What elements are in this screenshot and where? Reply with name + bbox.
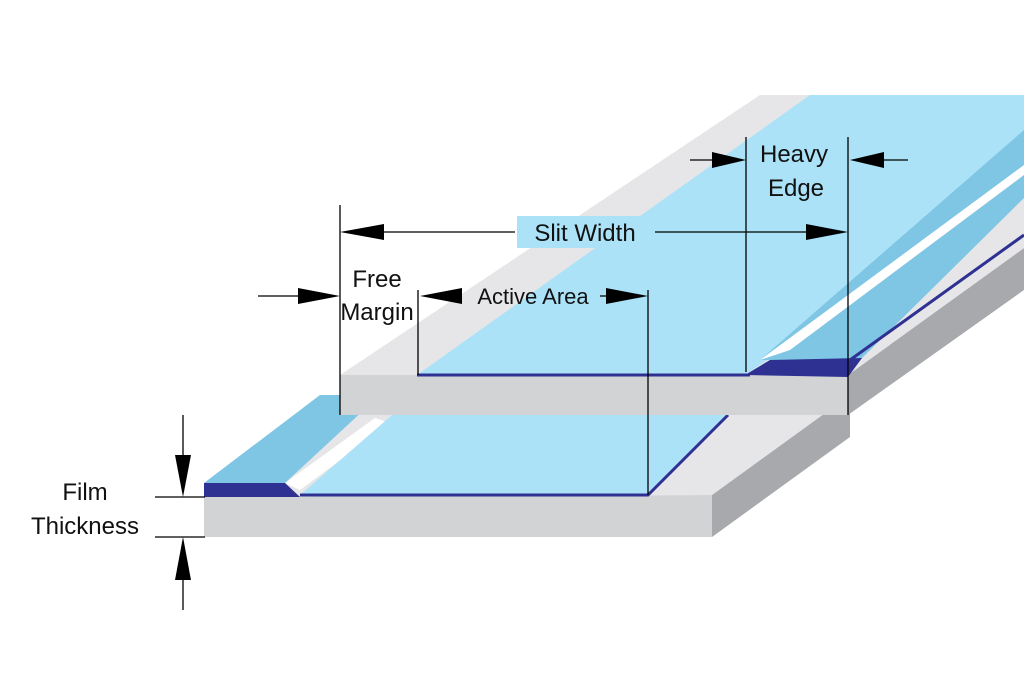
lower-strip-heavy-edge-top <box>204 395 380 483</box>
free-margin-label-line2: Margin <box>340 299 413 326</box>
upper-strip-front-face <box>340 375 848 415</box>
dimension-lines <box>155 137 908 610</box>
lower-strip-active-area <box>300 415 728 495</box>
upper-strip-margin-gap <box>760 165 1024 360</box>
heavy-edge-label-line2: Edge <box>768 175 824 202</box>
heavy-edge-right-arrow <box>850 152 884 168</box>
slit-width-left-arrow <box>340 224 384 240</box>
slit-width-label-bg <box>517 216 653 248</box>
film-thickness-label-line2: Thickness <box>31 513 139 540</box>
free-margin-arrow <box>298 288 340 304</box>
film-thickness-bottom-arrow <box>175 537 191 580</box>
lower-strip-end-face <box>712 395 850 537</box>
labels: Heavy Edge Slit Width Free Margin Active… <box>31 141 828 540</box>
upper-strip-end-face <box>848 248 1024 415</box>
active-area-right-arrow <box>606 288 648 304</box>
active-area-label: Active Area <box>477 284 589 309</box>
active-area-left-arrow <box>420 288 462 304</box>
upper-strip <box>340 95 1024 415</box>
lower-strip-margin-gap <box>285 418 390 490</box>
upper-strip-right-edge <box>849 233 1024 362</box>
heavy-edge-left-arrow <box>712 152 746 168</box>
heavy-edge-label-line1: Heavy <box>760 141 828 168</box>
upper-strip-heavy-edge-top <box>760 130 1024 360</box>
film-thickness-label-line1: Film <box>62 479 107 506</box>
slit-width-right-arrow <box>806 224 848 240</box>
lower-strip <box>204 395 850 537</box>
lower-strip-front-face <box>204 495 712 537</box>
lower-strip-heavy-edge-front <box>204 483 300 497</box>
slit-width-label: Slit Width <box>534 220 635 247</box>
film-thickness-top-arrow <box>175 455 191 497</box>
free-margin-label-line1: Free <box>352 266 401 293</box>
upper-strip-heavy-edge-front <box>745 358 862 377</box>
